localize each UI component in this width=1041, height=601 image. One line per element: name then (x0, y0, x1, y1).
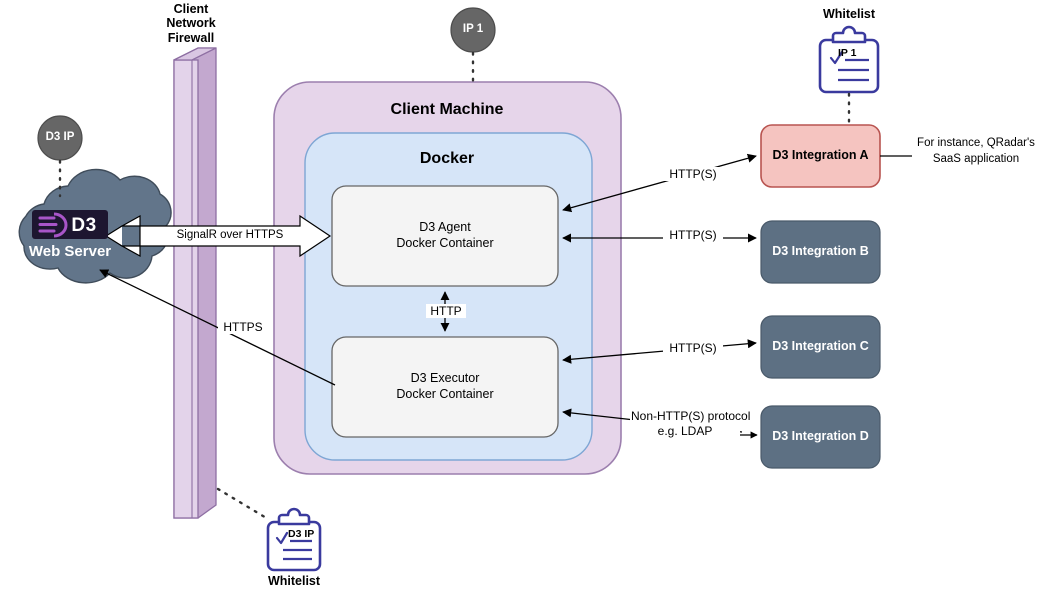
integration-d-box (760, 405, 881, 469)
ip1-badge-label: IP 1 (462, 23, 484, 35)
https-edge-label: HTTPS (218, 320, 268, 335)
d3-executor-line-2: Docker Container (396, 387, 494, 401)
d3-logo-text: D3 (71, 215, 97, 236)
integration-a-protocol-label: HTTP(S) (663, 167, 723, 182)
agent-to-integration-a-arrow (562, 153, 757, 213)
signalr-edge-label: SignalR over HTTPS (168, 229, 292, 243)
integration-b-label[interactable]: D3 Integration B (772, 244, 869, 259)
client-machine-title: Client Machine (390, 101, 504, 118)
whitelist-bottom-to-firewall-dotted (216, 487, 270, 521)
https-executor-to-cloud-arrow (99, 269, 336, 386)
d3-executor-container-label: D3 Executor Docker Container (332, 337, 558, 437)
whitelist-bottom-entry: D3 IP (288, 528, 315, 540)
integration-c-protocol-label: HTTP(S) (663, 341, 723, 356)
whitelist-top-clipboard-icon (818, 25, 880, 94)
whitelist-bottom-title: Whitelist (267, 574, 321, 588)
web-server-label: Web Server (28, 243, 112, 260)
d3-executor-container-box (331, 336, 559, 438)
agent-executor-link-label: HTTP (426, 304, 466, 319)
d3-agent-line-2: Docker Container (396, 236, 494, 250)
d3-agent-line-1: D3 Agent (419, 220, 471, 235)
integration-c-label[interactable]: D3 Integration C (772, 339, 869, 354)
firewall-label: Client Network Firewall (166, 2, 216, 45)
d3-logo-badge (32, 210, 108, 239)
d3-ip-badge-label: D3 IP (45, 131, 75, 143)
whitelist-bottom-clipboard-icon (266, 507, 322, 572)
integration-d-protocol-label: Non-HTTP(S) protocol e.g. LDAP (630, 409, 751, 439)
integration-b-protocol-label: HTTP(S) (663, 228, 723, 243)
d3-agent-container-label: D3 Agent Docker Container (332, 186, 558, 286)
integration-d-label[interactable]: D3 Integration D (772, 429, 869, 444)
integration-a-label[interactable]: D3 Integration A (772, 148, 869, 163)
docker-title: Docker (419, 150, 475, 167)
integration-b-box (760, 220, 881, 284)
integration-c-box (760, 315, 881, 379)
executor-to-integration-c-arrow (562, 339, 757, 364)
d3-executor-line-1: D3 Executor (410, 371, 480, 386)
integration-a-note: For instance, QRadar's SaaS application (917, 137, 1035, 165)
whitelist-top-entry: IP 1 (838, 47, 857, 59)
client-network-firewall-shape (173, 47, 217, 519)
d3-agent-container-box (331, 185, 559, 287)
whitelist-top-title: Whitelist (822, 7, 876, 21)
